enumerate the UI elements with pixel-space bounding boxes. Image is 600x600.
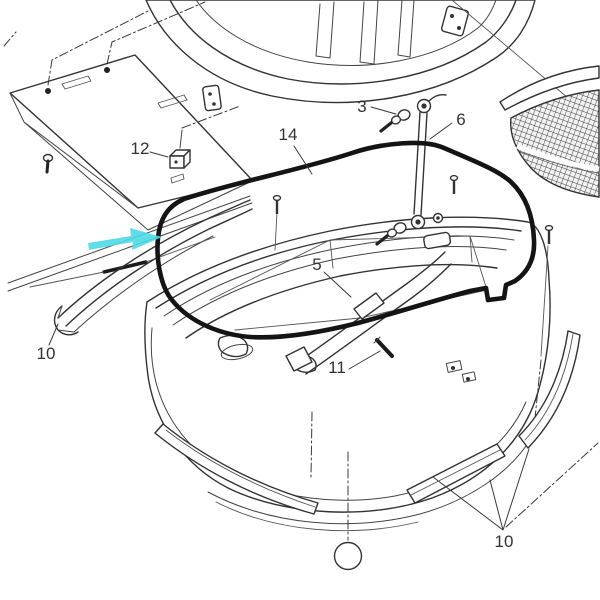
lid-hinge-bracket [440, 5, 470, 37]
tray-screw [104, 67, 110, 73]
assembly-axis [106, 1, 206, 65]
tray-slot [157, 94, 188, 109]
case-body [144, 174, 554, 571]
trim-strip [518, 330, 581, 449]
lens-trim-strip [499, 65, 600, 111]
callouts: 3 6 12 14 5 11 10 10 [37, 97, 599, 551]
lens-mesh [510, 89, 600, 198]
seal-gasket-14 [155, 140, 537, 340]
hinge-pin-11 [373, 336, 394, 358]
body-rim-line [172, 246, 507, 326]
lid-ribs [315, 0, 415, 65]
stay-rod-6 [410, 94, 447, 230]
highlight-arrow-icon [88, 228, 162, 250]
screw-3-lower [375, 222, 407, 246]
lens-highlight [516, 143, 600, 172]
assembly-axis [47, 9, 151, 86]
callout-label-11: 11 [328, 358, 346, 377]
assembly-axis [3, 31, 17, 47]
check-strap-5 [285, 231, 452, 375]
trim-strip [154, 423, 319, 515]
mount-screw [272, 194, 282, 214]
screw-3-upper [379, 109, 411, 133]
trim-strip [406, 443, 506, 504]
tray-front-lip [9, 92, 253, 231]
callout-label-6: 6 [456, 110, 465, 129]
tray-screw-lower [42, 153, 54, 174]
reflector-lens [499, 65, 600, 198]
callout-label-3: 3 [357, 97, 366, 116]
lid-corner-clip [202, 84, 222, 112]
tray-slot [61, 75, 92, 90]
body-base-line [215, 501, 419, 532]
latch-details [445, 360, 477, 383]
body-rim-band [185, 263, 498, 339]
callout-label-5: 5 [312, 255, 321, 274]
bottom-plug [333, 541, 363, 571]
tray-surface [9, 54, 253, 209]
callout-label-10-bottom: 10 [495, 532, 514, 551]
lid-outer-edge [145, 0, 536, 104]
mount-screw [449, 174, 459, 194]
case-lid [145, 0, 569, 112]
lid-inner-edge [169, 0, 517, 85]
body-interior [209, 211, 488, 331]
seal-rod-segment [102, 260, 148, 274]
callout-label-14: 14 [279, 125, 298, 144]
clip-part-12 [169, 105, 241, 184]
side-trim-strip-10-left [7, 195, 253, 336]
callout-label-10-left: 10 [37, 344, 56, 363]
inner-tray [3, 1, 253, 231]
tray-screw [45, 88, 51, 94]
bumper-trim-strips-10 [154, 330, 581, 515]
callout-label-12: 12 [131, 139, 150, 158]
center-axis [310, 411, 313, 479]
body-base-line [207, 439, 531, 525]
